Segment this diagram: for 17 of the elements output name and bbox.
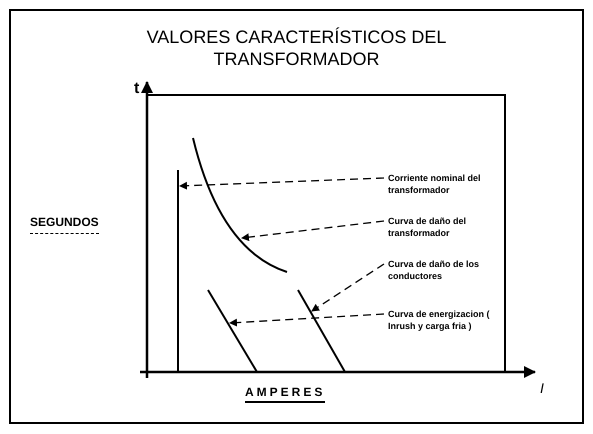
leader-arrow — [229, 313, 384, 327]
axis-label: t — [134, 80, 140, 98]
callout-text: Corriente nominal del transformador — [388, 172, 506, 196]
callout-text: Curva de daño de los conductores — [388, 258, 506, 282]
axis-label: I — [540, 380, 544, 396]
leader-arrow — [241, 220, 384, 242]
leader-arrow — [179, 177, 384, 190]
curve-line — [207, 289, 258, 373]
title: VALORES CARACTERÍSTICOS DEL TRANSFORMADOR — [146, 26, 448, 70]
axis-title: AMPERES — [245, 385, 326, 403]
curve-line — [192, 138, 288, 273]
callout-text: Curva de energizacion ( Inrush y carga fria ) — [388, 308, 506, 332]
axis-title: SEGUNDOS — [30, 215, 99, 234]
curve-line — [177, 170, 179, 372]
leader-arrow — [311, 263, 384, 312]
curve-line — [297, 290, 346, 372]
callout-text: Curva de daño del transformador — [388, 215, 506, 239]
